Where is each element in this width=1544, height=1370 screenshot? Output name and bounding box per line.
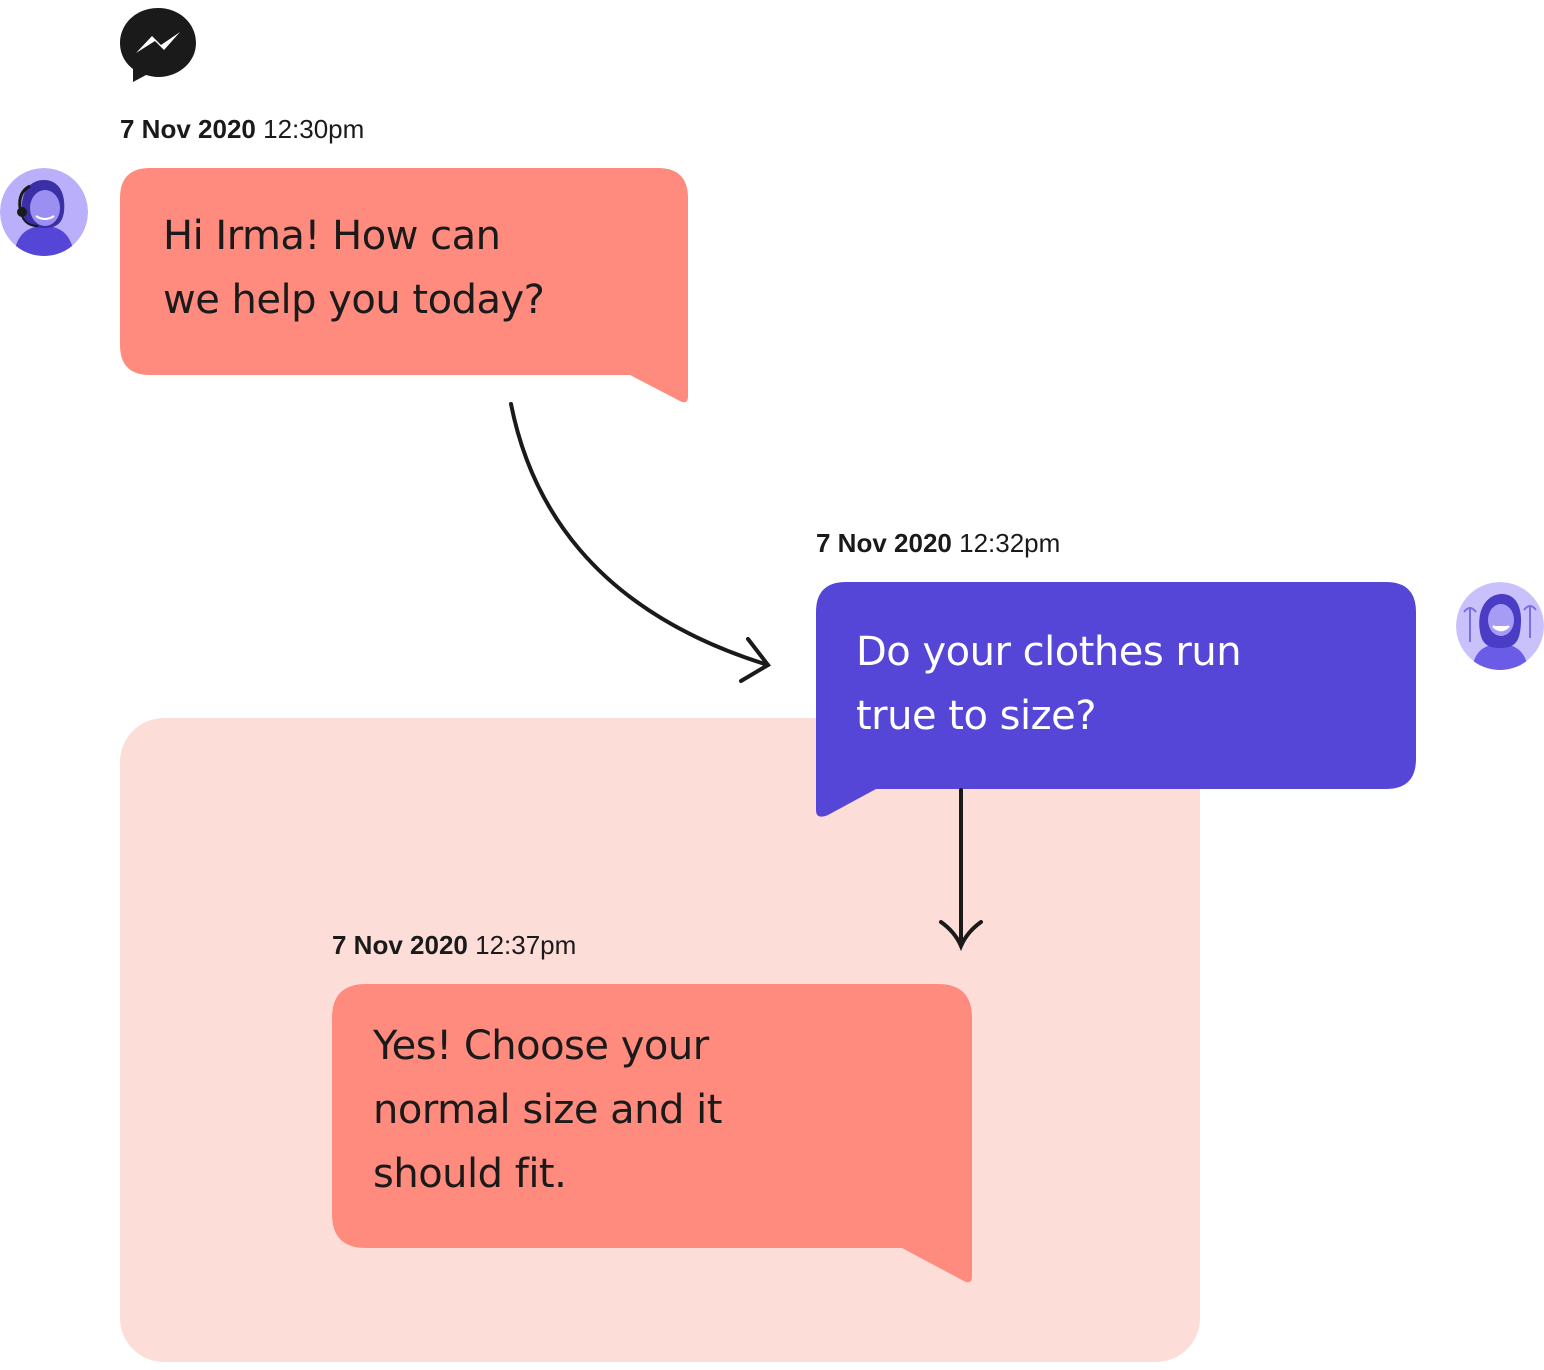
message-time: 12:30pm bbox=[263, 114, 365, 144]
message-date: 7 Nov 2020 bbox=[332, 930, 468, 960]
message-text: Hi Irma! How can we help you today? bbox=[163, 213, 545, 323]
message-timestamp: 7 Nov 2020 12:32pm bbox=[816, 528, 1060, 558]
message-date: 7 Nov 2020 bbox=[816, 528, 952, 558]
agent-avatar bbox=[0, 168, 88, 256]
message-date: 7 Nov 2020 bbox=[120, 114, 256, 144]
customer-message-bubble: Do your clothes run true to size? bbox=[816, 582, 1416, 818]
message-text: Do your clothes run true to size? bbox=[856, 629, 1242, 739]
message-timestamp: 7 Nov 2020 12:30pm bbox=[120, 114, 364, 144]
agent-message-bubble: Hi Irma! How can we help you today? bbox=[120, 168, 688, 404]
customer-avatar bbox=[1456, 582, 1544, 670]
curved-arrow bbox=[509, 402, 771, 683]
messenger-icon bbox=[118, 6, 198, 82]
message-timestamp: 7 Nov 2020 12:37pm bbox=[332, 930, 576, 960]
message-text: Yes! Choose your normal size and it shou… bbox=[373, 1023, 722, 1197]
message-time: 12:32pm bbox=[959, 528, 1061, 558]
agent-message-bubble: Yes! Choose your normal size and it shou… bbox=[332, 984, 972, 1284]
message-time: 12:37pm bbox=[475, 930, 577, 960]
